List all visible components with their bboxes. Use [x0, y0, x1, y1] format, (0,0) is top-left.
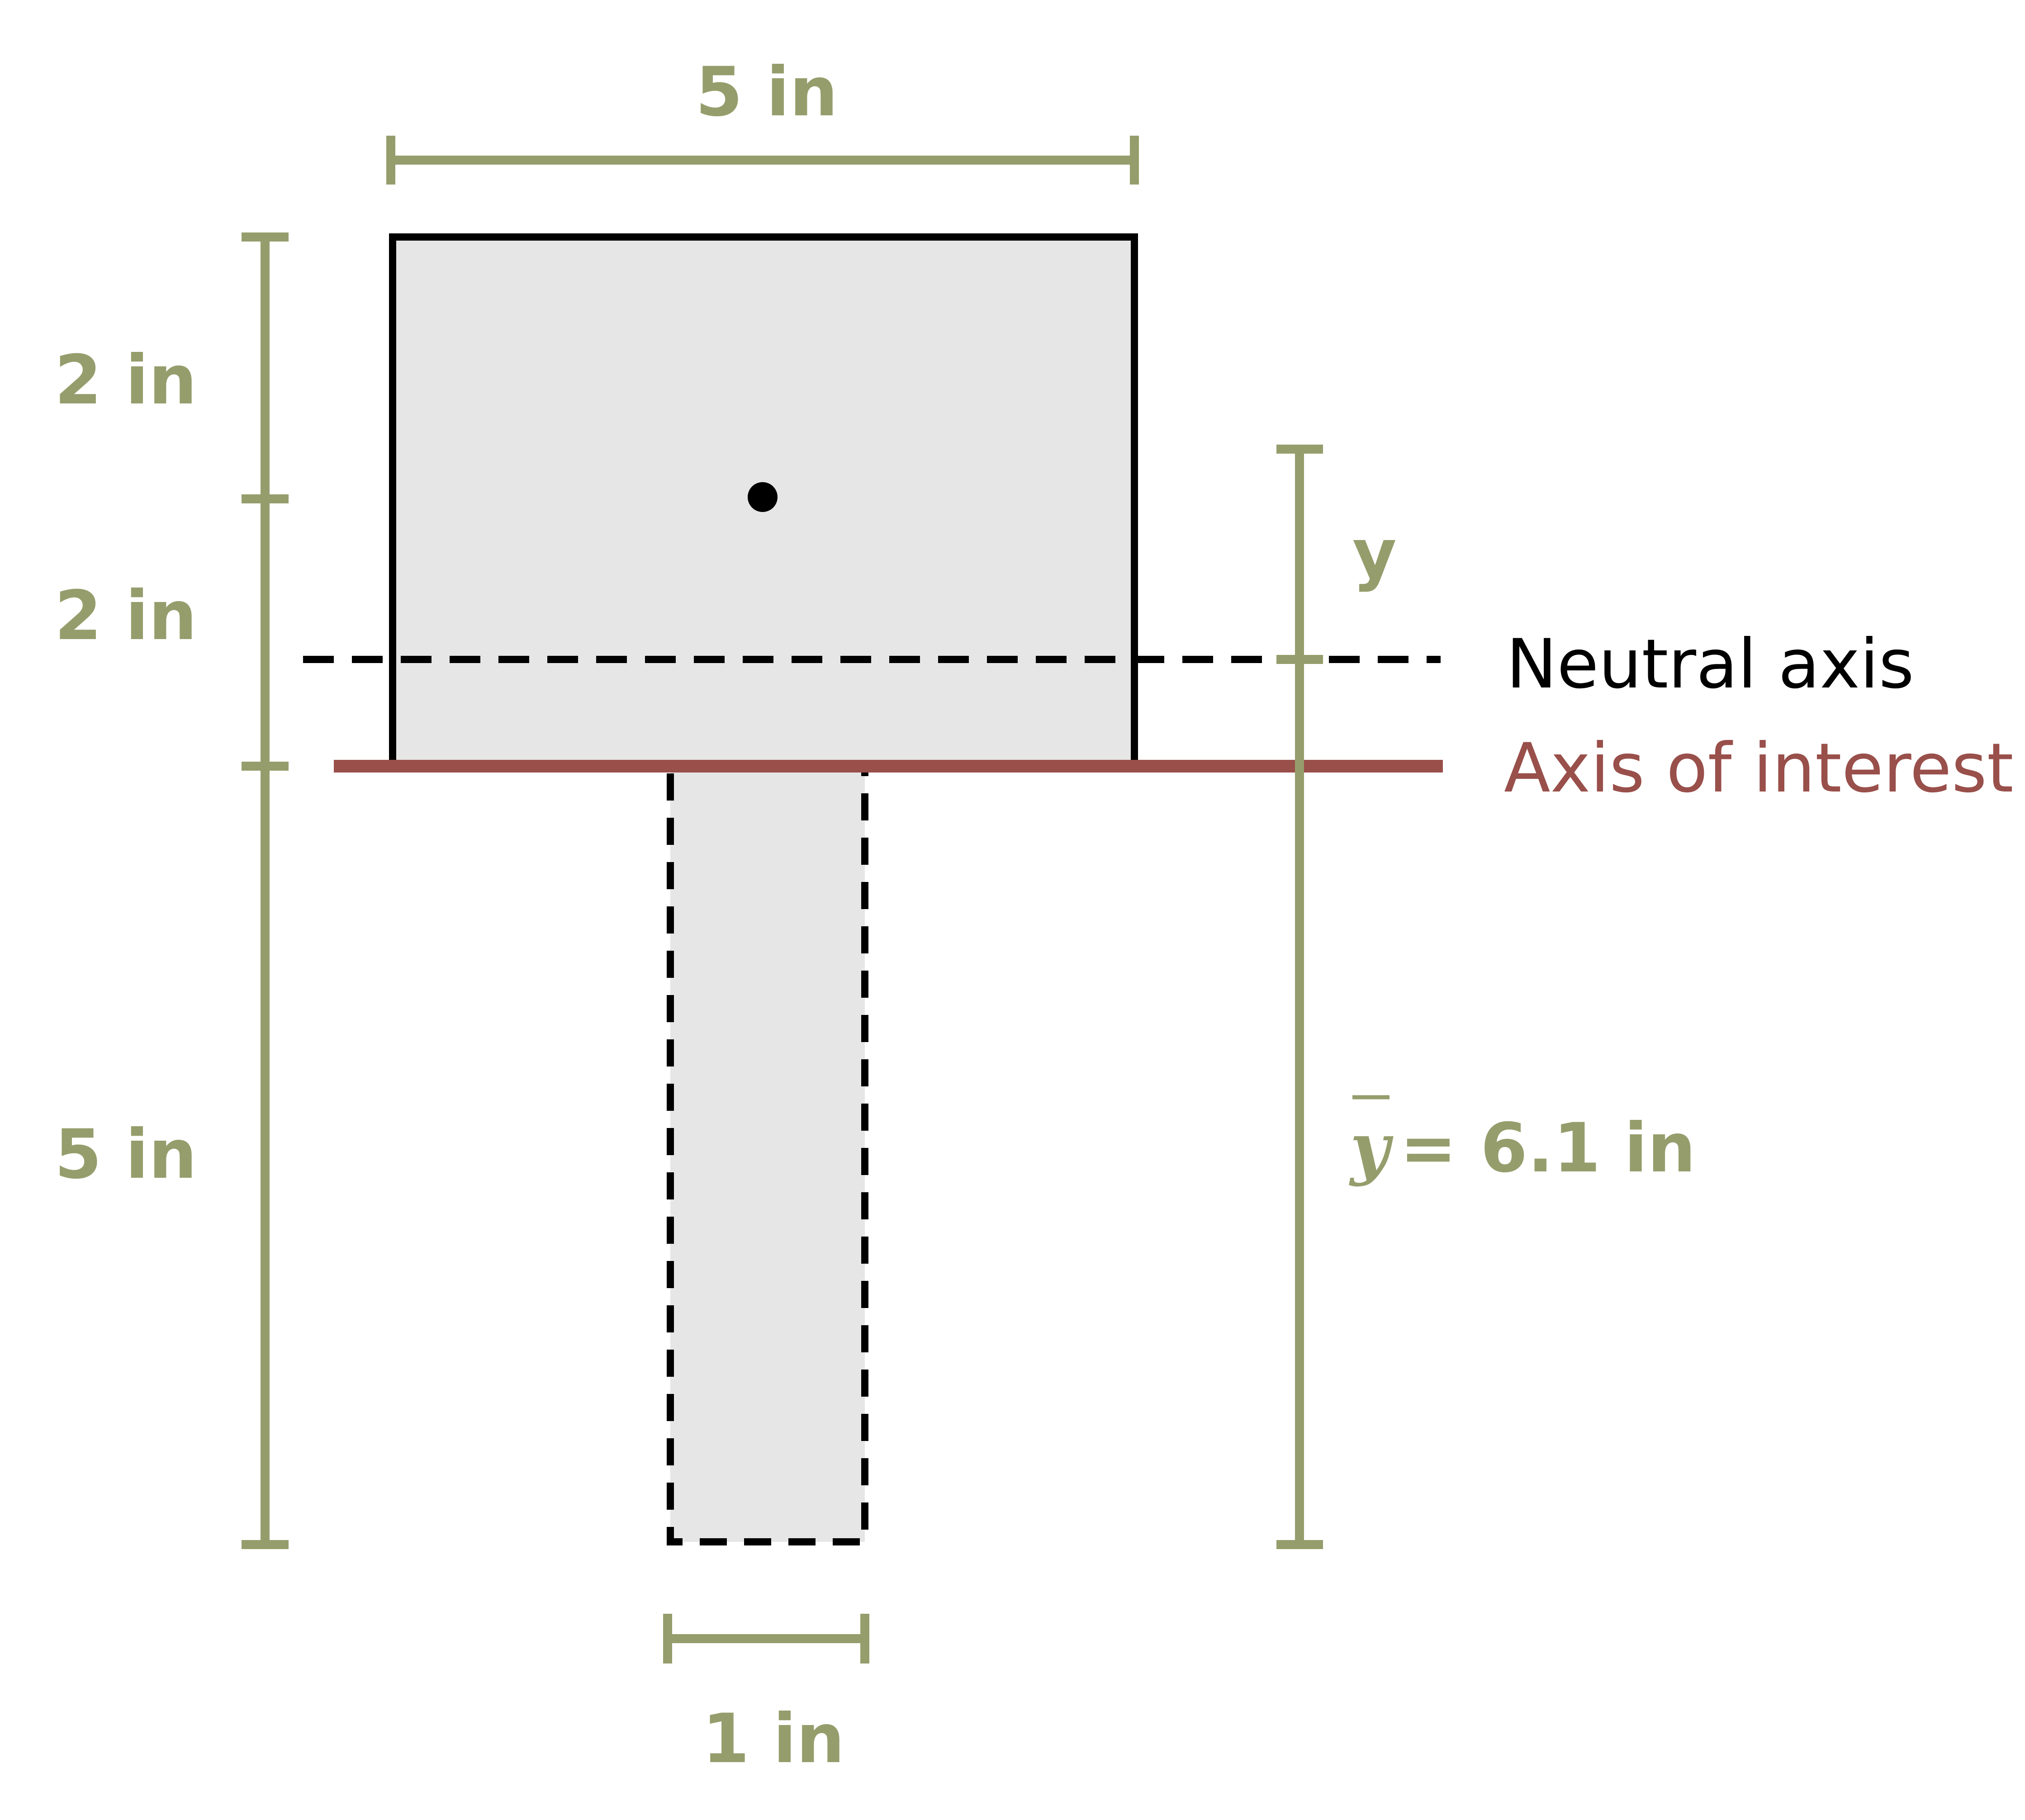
ybar-value-label: = 6.1 in: [1400, 1109, 1696, 1188]
left-height-dimension: [242, 232, 289, 1549]
y-distance-label: y: [1352, 515, 1397, 593]
web-width-label: 1 in: [702, 1700, 845, 1778]
right-ybar-dimension: [1276, 445, 1323, 1549]
web-width-dimension: [663, 1614, 869, 1664]
ybar-symbol: y: [1349, 1108, 1394, 1188]
axis-of-interest-label: Axis of interest: [1504, 729, 2014, 808]
flange-centroid-dot: [748, 482, 778, 512]
flange-lower-height-label: 2 in: [55, 577, 197, 655]
flange-height-label: 2 in: [55, 341, 197, 420]
web-rectangle: [667, 763, 868, 1545]
top-width-dimension: [386, 136, 1139, 185]
neutral-axis-label: Neutral axis: [1506, 625, 1914, 704]
web-height-label: 5 in: [55, 1115, 197, 1194]
top-width-label: 5 in: [696, 53, 838, 132]
